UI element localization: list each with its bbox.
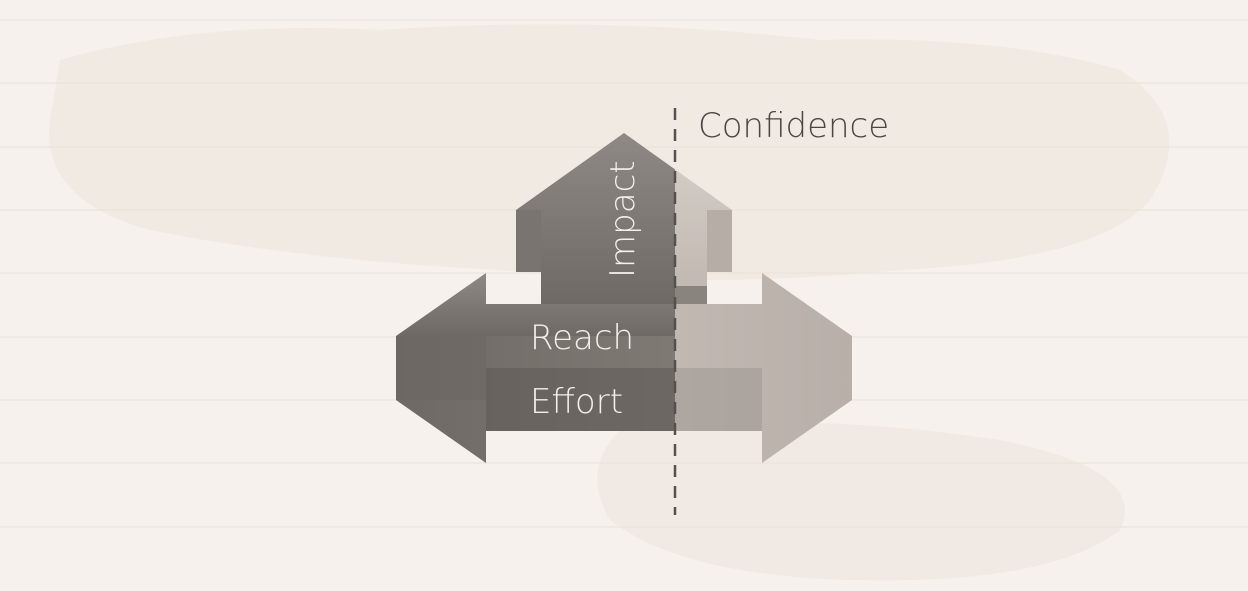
- arrows-left-half: [396, 133, 675, 463]
- impact-arrow: [516, 133, 675, 304]
- reach-arrow: [396, 273, 675, 336]
- impact-label: Impact: [603, 160, 643, 278]
- arrows-right-half: [675, 169, 852, 463]
- effort-label: Effort: [530, 382, 623, 422]
- reach-label: Reach: [530, 318, 634, 358]
- confidence-label: Confidence: [698, 106, 889, 146]
